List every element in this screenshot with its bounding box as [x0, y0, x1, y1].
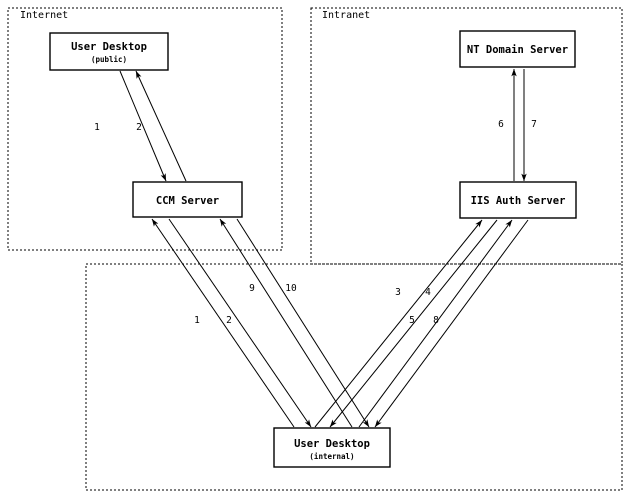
zone-boundary-internal-lan — [85, 263, 623, 491]
step-label-flow-1-internal: 1 — [194, 315, 200, 326]
flow-arrow-flow-9 — [219, 218, 353, 428]
step-label-flow-6: 6 — [498, 119, 504, 130]
step-label-flow-10: 10 — [285, 283, 297, 294]
node-subtitle-user-desktop-internal: (internal) — [309, 452, 354, 461]
step-label-flow-2-public: 2 — [136, 122, 142, 133]
step-label-flow-4: 4 — [425, 287, 431, 298]
node-box-nt-domain-server[interactable] — [459, 30, 576, 68]
flow-arrow-flow-4 — [329, 219, 498, 428]
flow-arrow-flow-1-public — [119, 70, 167, 182]
step-label-flow-2-internal: 2 — [226, 315, 232, 326]
zone-boundary-intranet — [310, 7, 623, 265]
step-label-flow-8: 8 — [433, 315, 439, 326]
step-label-flow-7: 7 — [531, 119, 537, 130]
flow-arrow-flow-5 — [358, 219, 513, 428]
flow-arrow-flow-8 — [374, 219, 529, 428]
node-title-user-desktop-public: User Desktop — [71, 41, 147, 53]
node-title-iis-auth-server: IIS Auth Server — [471, 195, 566, 207]
node-title-ccm-server: CCM Server — [156, 195, 219, 207]
zone-label-internet: Internet — [20, 10, 68, 21]
flow-arrow-flow-2-internal — [168, 218, 312, 428]
flow-step-labels-layer: 1 2 1 2 9 10 3 4 5 8 6 7 — [94, 119, 537, 326]
node-user-desktop-internal[interactable]: User Desktop (internal) — [273, 427, 391, 468]
flow-arrow-flow-1-internal — [151, 218, 295, 428]
flow-arrow-flow-10 — [236, 218, 370, 428]
node-box-user-desktop-internal[interactable] — [273, 427, 391, 468]
step-label-flow-9: 9 — [249, 283, 255, 294]
node-nt-domain-server[interactable]: NT Domain Server — [459, 30, 576, 68]
node-box-user-desktop-public[interactable] — [49, 32, 169, 71]
zone-label-intranet: Intranet — [322, 10, 370, 21]
node-title-user-desktop-internal: User Desktop — [294, 438, 370, 450]
flow-arrow-flow-2-public — [135, 70, 187, 182]
nodes-layer: User Desktop (public) CCM Server NT Domain … — [49, 30, 577, 468]
node-subtitle-user-desktop-public: (public) — [91, 55, 127, 64]
node-title-nt-domain-server: NT Domain Server — [467, 44, 568, 56]
node-user-desktop-public[interactable]: User Desktop (public) — [49, 32, 169, 71]
node-ccm-server[interactable]: CCM Server — [132, 181, 243, 218]
zone-boundary-internet — [7, 7, 283, 251]
step-label-flow-3: 3 — [395, 287, 401, 298]
node-box-ccm-server[interactable] — [132, 181, 243, 218]
step-label-flow-1-public: 1 — [94, 122, 100, 133]
node-iis-auth-server[interactable]: IIS Auth Server — [459, 181, 577, 219]
step-label-flow-5: 5 — [409, 315, 415, 326]
zones-layer: Internet Intranet — [7, 7, 623, 491]
flow-arrow-flow-3 — [314, 219, 483, 428]
node-box-iis-auth-server[interactable] — [459, 181, 577, 219]
flows-layer — [119, 68, 529, 428]
